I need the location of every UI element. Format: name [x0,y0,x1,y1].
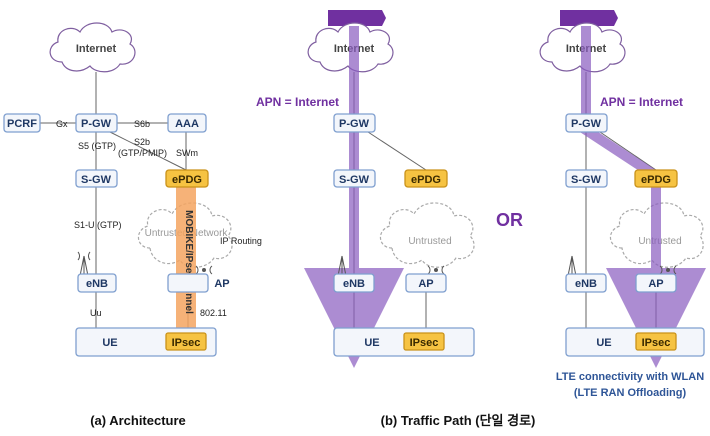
enb-label: eNB [86,278,108,290]
or-label: OR [496,210,523,230]
aaa-label: AAA [175,118,199,130]
caption-architecture: (a) Architecture [90,413,186,428]
pgw-node-b [333,113,376,133]
ip-routing-label: IP Routing [220,236,262,246]
swm-label: SWm [176,148,198,158]
wifi-ap-icon [195,265,213,275]
ipsec-box-b [403,332,445,351]
pgw-label-b: P-GW [339,118,370,130]
sgw-label-c: S-GW [571,174,602,186]
ap-node-b [405,273,447,293]
enb-label-b: eNB [343,278,365,290]
ue-label: UE [102,337,117,349]
sgw-label-b: S-GW [339,174,370,186]
ap-label: AP [214,278,229,290]
apn-label-b: APN = Internet [256,95,339,109]
ue-label-b: UE [364,337,379,349]
ipsec-label-b: IPsec [410,337,439,349]
ipsec-box-c [635,332,677,351]
ipsec-box [165,332,207,351]
sgw-node-c [565,169,608,188]
uu-label: Uu [90,308,102,318]
sgw-label: S-GW [81,174,112,186]
epdg-node [165,169,209,188]
untrusted-label-b: Untrusted [408,236,451,247]
gx-label: Gx [56,119,68,129]
ipsec-label: IPsec [172,337,201,349]
enb-label-c: eNB [575,278,597,290]
pcrf-node [3,113,41,133]
cell-tower-icon-c [567,255,577,277]
epdg-node-c [634,169,678,188]
ap-label-b: AP [418,278,433,290]
wifi-label: 802.11 [200,308,227,318]
panel-traffic-path-lte: Internet APN = Internet Untrusted P-GW S… [256,10,535,428]
tunnel-label: MOBIKE/IPsec Tunnel [183,210,194,314]
s2b-label-1: S2b [134,137,150,147]
enb-node-b [333,273,375,293]
ipsec-label-c: IPsec [642,337,671,349]
epdg-label-c: ePDG [641,174,671,186]
enb-node-c [565,273,607,293]
cell-tower-icon-b [337,255,347,277]
epdg-label-b: ePDG [411,174,441,186]
caption-traffic-path: (b) Traffic Path (단일 경로) [381,413,536,428]
sgw-node-b [333,169,376,188]
apn-label-c: APN = Internet [600,95,683,109]
cell-tower-icon [77,251,91,277]
aaa-node [167,113,207,133]
note-line-2: (LTE RAN Offloading) [574,387,687,399]
traffic-path-wlan [581,26,706,368]
ap-label-c: AP [648,278,663,290]
s1u-label: S1-U (GTP) [74,220,122,230]
pgw-label-c: P-GW [571,118,602,130]
pgw-label: P-GW [81,118,112,130]
panel-traffic-path-wlan: Internet APN = Internet Untrusted P-GW S… [539,10,706,399]
note-line-1: LTE connectivity with WLAN [556,371,704,383]
ue-label-c: UE [596,337,611,349]
pgw-node-c [565,113,608,133]
server-icon [328,10,386,26]
pgw-node [75,113,118,133]
ipsec-tunnel [176,187,196,335]
enb-node [77,273,117,293]
internet-cloud: Internet [49,22,136,73]
server-icon-c [560,10,618,26]
ap-node [167,273,209,293]
internet-label: Internet [76,43,117,55]
epdg-node-b [404,169,448,188]
pcrf-label: PCRF [7,118,37,130]
s5-label: S5 (GTP) [78,141,116,151]
ue-node-c [565,327,705,357]
sgw-node [75,169,118,188]
s2b-label-2: (GTP/PMIP) [118,148,167,158]
s6b-label: S6b [134,119,150,129]
epdg-label: ePDG [172,174,202,186]
ap-node-c [635,273,677,293]
panel-architecture: Internet Gx S6b S5 (GTP) S2b (GTP/PMIP) … [3,22,262,428]
